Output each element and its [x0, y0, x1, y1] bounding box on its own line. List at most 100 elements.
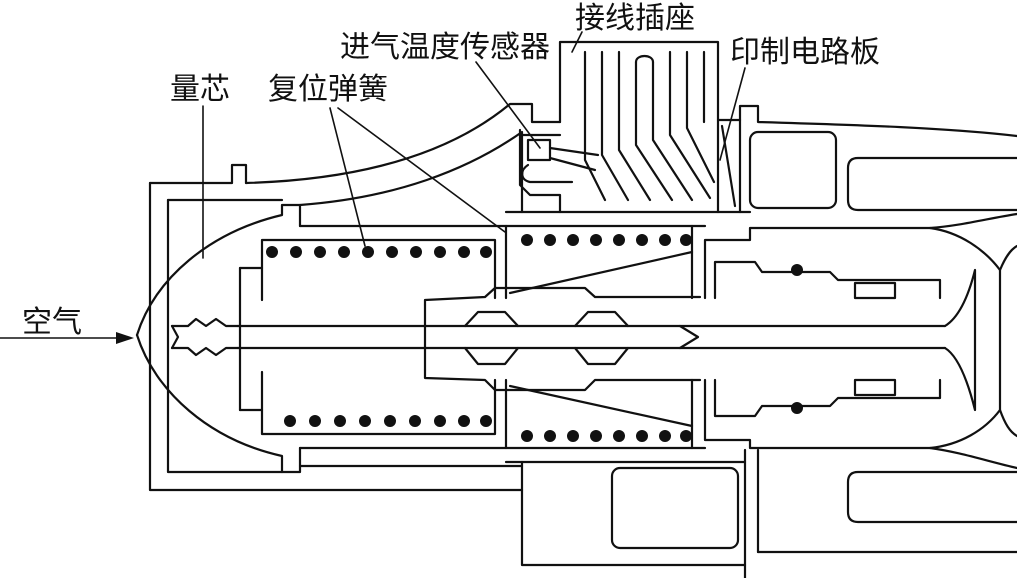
spring-coil-dot [480, 246, 492, 258]
spring-coil-dot [362, 246, 374, 258]
socket-outline [558, 40, 742, 124]
housing-outer-wall [148, 181, 524, 492]
spring-coil-dot [659, 430, 671, 442]
core-body-bottom [298, 378, 508, 450]
return-spring-right-top [521, 234, 692, 246]
lower-cavity-middle [610, 466, 740, 550]
spring-coil-dot [613, 234, 625, 246]
spring-coil-dot [458, 415, 470, 427]
chamber-inner-bottom [713, 378, 942, 418]
spring-sleeve-bottom [260, 370, 497, 436]
cone-top [508, 250, 694, 295]
sensor-wire-2 [548, 156, 597, 172]
spring-coil-dot [567, 430, 579, 442]
air-flow-arrow [0, 332, 134, 344]
bottom-housing [520, 460, 747, 567]
spring-coil-dot [680, 430, 692, 442]
duct-lower-flare [998, 408, 1017, 438]
spring-coil-dot [480, 415, 492, 427]
spring-coil-dot [521, 430, 533, 442]
shaft-trumpet [943, 268, 977, 412]
printed-circuit-board [716, 118, 742, 214]
cone-bottom [508, 384, 694, 428]
sensor-body [526, 138, 552, 162]
spring-coil-dot [284, 415, 296, 427]
housing-top-curve [244, 102, 562, 185]
shaft-tip-top [170, 317, 240, 328]
pcb-trace [720, 124, 737, 208]
spring-coil-dot [334, 415, 346, 427]
spring-coil-dot [590, 234, 602, 246]
label-pcb: 印制电路板 [730, 35, 880, 70]
spring-coil-dot [309, 415, 321, 427]
housing-inner-wall [166, 198, 284, 474]
temperature-sensor [521, 138, 600, 184]
right-spring-seat [504, 210, 752, 464]
slider-right-bottom [573, 346, 630, 366]
chamber-outline-top [703, 226, 1002, 450]
leader-spring-right [337, 107, 506, 233]
spring-coil-dot [359, 415, 371, 427]
spring-coil-dot [521, 234, 533, 246]
spring-coil-dot [590, 430, 602, 442]
socket-pin-2 [600, 50, 630, 202]
wiring-socket [518, 40, 742, 214]
upper-cavity-small [748, 130, 838, 210]
return-spring-left-bottom [284, 415, 492, 427]
socket-pin-3 [617, 50, 652, 202]
spring-coil-dot [544, 430, 556, 442]
socket-pin-4 [634, 60, 674, 202]
chamber-inner-top [713, 260, 942, 300]
shaft-tip-bottom [170, 346, 240, 357]
socket-pin-6 [668, 50, 712, 200]
slider-right-top [573, 310, 630, 328]
return-spring-left-top [266, 246, 492, 258]
spring-coil-dot [384, 415, 396, 427]
spring-coil-dot [636, 234, 648, 246]
slider-left-bottom [463, 346, 520, 366]
spring-coil-dot [659, 234, 671, 246]
label-sensor: 进气温度传感器 [340, 30, 550, 65]
core-nose-bottom [135, 333, 302, 474]
spring-coil-dot [567, 234, 579, 246]
duct-upper-curve [928, 212, 1017, 230]
right-housing-top [738, 104, 1017, 138]
socket-pin-7 [685, 50, 716, 184]
spring-coil-dot [338, 246, 350, 258]
seal-top [791, 264, 803, 276]
sensor-loop [521, 163, 574, 184]
sensor-wire-1 [548, 146, 600, 157]
seal-bottom [791, 402, 803, 414]
leader-pcb [719, 67, 746, 161]
duct-lower-curve [928, 446, 1017, 470]
core-body-top [298, 224, 508, 300]
central-shaft [170, 268, 977, 412]
right-housing [738, 104, 1017, 578]
chamber-block-bottom [853, 378, 897, 397]
leader-lines [202, 31, 746, 259]
duct-upper-flare [998, 244, 1017, 272]
spring-coil-dot [266, 246, 278, 258]
flow-core [135, 203, 508, 474]
spring-coil-dot [290, 246, 302, 258]
socket-pin-loop [634, 54, 655, 64]
label-core: 量芯 [170, 72, 230, 107]
spring-coil-dot [636, 430, 648, 442]
spring-coil-dot [314, 246, 326, 258]
core-nose-top [135, 203, 302, 337]
label-air: 空气 [22, 305, 82, 340]
spring-coil-dot [434, 246, 446, 258]
spring-coil-dot [613, 430, 625, 442]
spring-coil-dot [544, 234, 556, 246]
spring-coil-dot [409, 415, 421, 427]
tube-top [423, 286, 702, 307]
right-chamber [703, 226, 1002, 450]
leader-spring-left [329, 107, 366, 247]
spring-coil-dot [458, 246, 470, 258]
spring-coil-dot [434, 415, 446, 427]
label-socket: 接线插座 [575, 1, 695, 36]
guide-tube [423, 286, 702, 392]
socket-base-wall [518, 128, 562, 214]
tube-taper [678, 324, 700, 350]
